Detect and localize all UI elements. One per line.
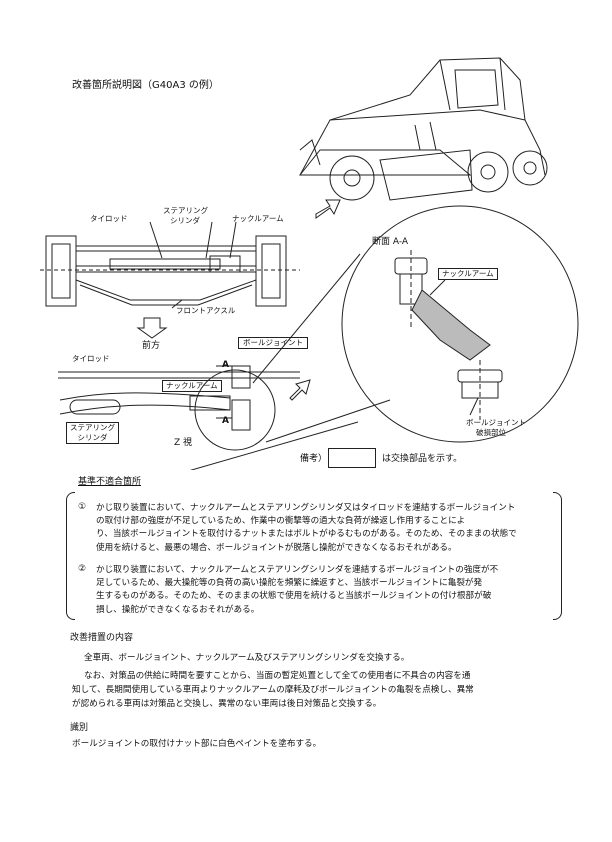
label-knuckle-arm: ナックルアーム — [232, 214, 284, 223]
motor-grader-drawing — [298, 57, 548, 201]
identification-heading: 識別 — [70, 723, 89, 733]
section-title: 断面 A-A — [372, 237, 409, 247]
measures-line-2: なお、対策品の供給に時間を要すことから、当面の暫定処置として全ての使用者に不具合… — [84, 671, 471, 681]
item-2-number: ② — [78, 564, 87, 574]
label-steering-cylinder-lower: ステアリング シリンダ — [66, 422, 119, 444]
item-2-text: かじ取り装置において、ナックルアームとステアリングシリンダを連結するボールジョイ… — [96, 564, 556, 617]
label-section-ball-joint-sub: 破損部位 — [476, 428, 506, 437]
label-ball-joint: ボールジョイント — [238, 337, 308, 349]
item-1-line: 使用を続けると、最悪の場合、ボールジョイントが脱落し操舵ができなくなるおそれがあ… — [96, 542, 457, 553]
note-legend-box — [328, 448, 376, 468]
item-1-line: の取付け部の強度が不足しているため、作業中の衝撃等の過大な負荷が繰返し作用するこ… — [96, 516, 466, 527]
label-tie-rod-lower: タイロッド — [72, 354, 110, 363]
lower-side-view — [58, 365, 300, 451]
identification-line: ボールジョイントの取付けナット部に白色ペイントを塗布する。 — [72, 739, 322, 749]
item-1-line: り、当該ボールジョイントを取付けるナットまたはボルトがゆるむものがある。そのため… — [96, 529, 517, 540]
item-1-line: かじ取り装置において、ナックルアームとステアリングシリンダ又はタイロッドを連結す… — [96, 503, 516, 513]
label-section-knuckle: ナックルアーム — [438, 268, 498, 280]
item-2-line: 損し、操舵ができなくなるおそれがある。 — [96, 604, 260, 615]
measures-line-4: が認められる車両は対策品と交換し、異常のない車両は後日対策品と交換する。 — [72, 699, 382, 709]
note-prefix: 備考） — [300, 454, 328, 464]
measures-line-1: 全車両、ボールジョイント、ナックルアーム及びステアリングシリンダを交換する。 — [84, 653, 410, 663]
label-steering-cylinder-2: シリンダ — [170, 216, 200, 225]
note-suffix: は交換部品を示す。 — [382, 454, 463, 464]
measures-heading: 改善措置の内容 — [70, 633, 134, 643]
label-steering-lower-2: シリンダ — [77, 433, 108, 442]
label-forward: 前方 — [142, 341, 161, 351]
measures-line-3: 知して、長期間使用している車両よりナックルアームの摩耗及びボールジョイントの亀裂… — [72, 685, 474, 695]
label-front-axle: フロントアクスル — [176, 306, 236, 315]
item-2-line: かじ取り装置において、ナックルアームとステアリングシリンダを連結するボールジョイ… — [96, 565, 499, 575]
label-tie-rod: タイロッド — [90, 214, 128, 223]
section-aa-drawing — [394, 250, 503, 420]
label-steering-cylinder-1: ステアリング — [163, 206, 208, 215]
item-1-text: かじ取り装置において、ナックルアームとステアリングシリンダ又はタイロッドを連結す… — [96, 502, 556, 555]
page-title: 改善箇所説明図（G40A3 の例） — [72, 80, 219, 91]
marker-a-top: A — [222, 360, 229, 370]
label-steering-lower-1: ステアリング — [70, 423, 115, 432]
diagram-illustration — [40, 57, 579, 470]
item-1-number: ① — [78, 502, 87, 512]
label-z-view: Z 視 — [174, 438, 193, 448]
label-knuckle-arm-lower: ナックルアーム — [162, 380, 222, 392]
label-section-ball-joint: ボールジョイント — [466, 418, 526, 427]
front-axle-drawing — [40, 235, 300, 307]
nonconformity-heading: 基準不適合箇所 — [78, 477, 142, 487]
marker-a-bottom: A — [222, 416, 229, 426]
item-2-line: 足しているため、最大操舵等の負荷の高い操舵を頻繁に繰返すと、当該ボールジョイント… — [96, 578, 483, 589]
item-2-line: 生するものがある。そのため、そのままの状態で使用を続けると当該ボールジョイントの… — [96, 591, 492, 602]
